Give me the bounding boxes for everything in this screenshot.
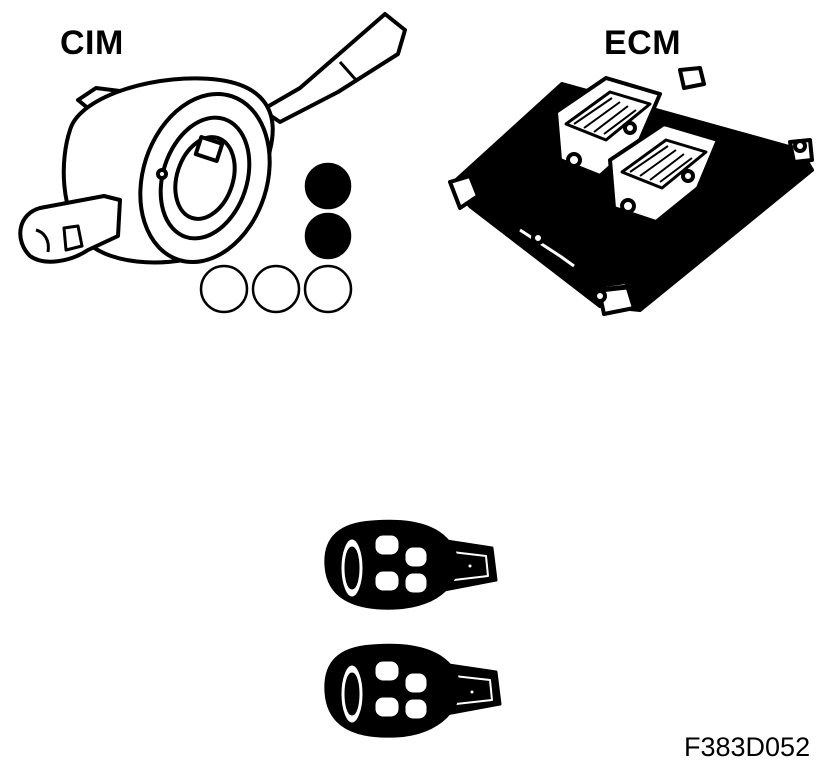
indicator-empty-1 bbox=[199, 264, 249, 314]
remote-key-2 bbox=[324, 643, 502, 738]
cim-label: CIM bbox=[60, 24, 124, 62]
cim-module-illustration bbox=[18, 12, 407, 265]
indicator-empty-2 bbox=[251, 264, 301, 314]
indicator-filled-2 bbox=[304, 212, 352, 260]
ecm-module-illustration bbox=[448, 66, 814, 316]
ecm-label: ECM bbox=[604, 24, 682, 62]
figure-code: F383D052 bbox=[684, 732, 811, 762]
indicator-filled-1 bbox=[304, 162, 352, 210]
indicator-dots bbox=[199, 162, 353, 314]
remote-key-1 bbox=[324, 519, 498, 610]
indicator-empty-3 bbox=[303, 264, 353, 314]
